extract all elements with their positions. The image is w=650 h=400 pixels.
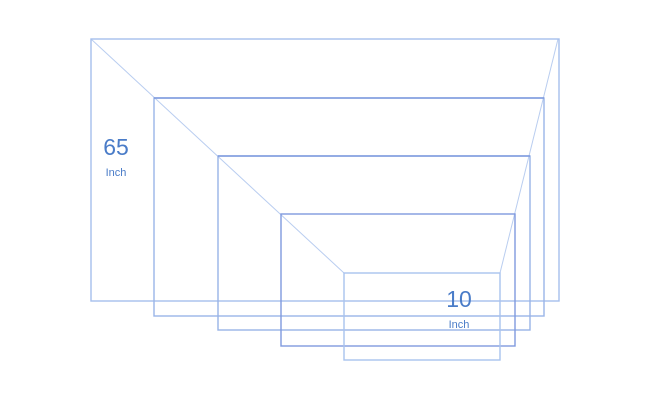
smallest-screen-size-label: 10 Inch bbox=[440, 286, 478, 332]
smallest-screen-size-unit: Inch bbox=[448, 319, 470, 331]
screen-outline-10 bbox=[343, 272, 501, 361]
screen-outline-43 bbox=[217, 155, 531, 331]
largest-screen-size-unit: Inch bbox=[105, 167, 127, 179]
smallest-screen-size-value: 10 bbox=[446, 286, 472, 312]
screen-outline-65 bbox=[90, 38, 560, 302]
largest-screen-size-label: 65 Inch bbox=[98, 134, 134, 180]
screen-outline-55 bbox=[153, 97, 545, 317]
largest-screen-size-value: 65 bbox=[103, 134, 129, 160]
screen-outline-32 bbox=[280, 213, 516, 347]
